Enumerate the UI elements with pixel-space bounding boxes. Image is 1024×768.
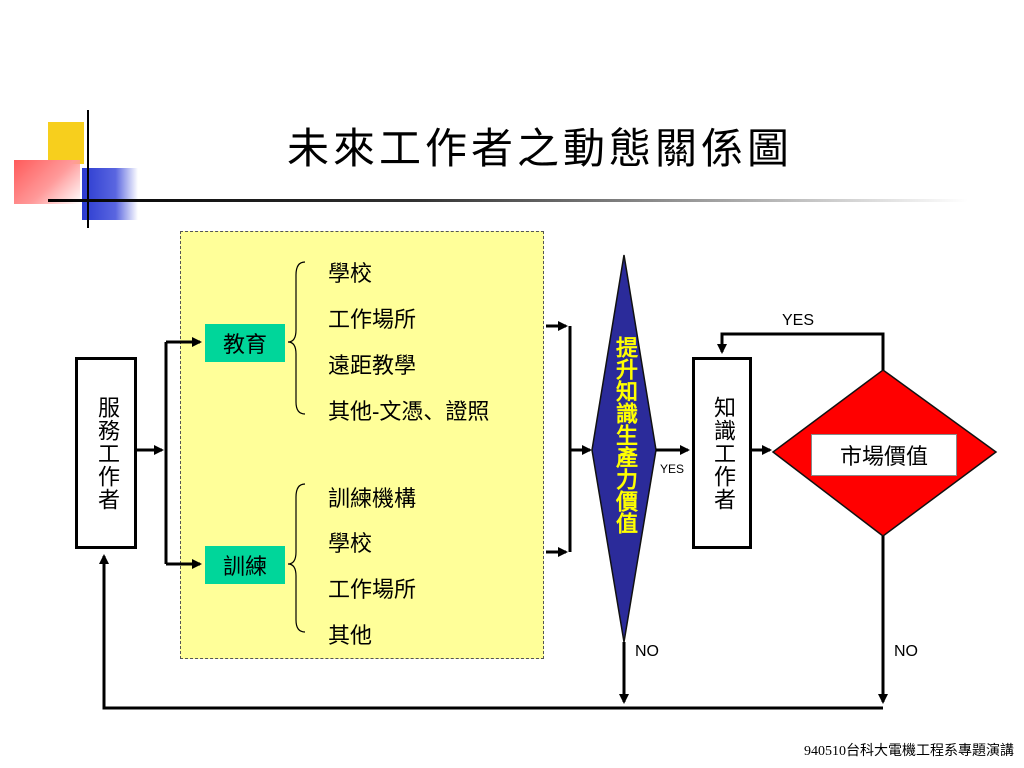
decision-label: 提升知識生產力價值 (612, 336, 638, 534)
training-label: 訓練 (222, 555, 267, 580)
decision-text-wrap: 提升知識生產力價值 (612, 336, 638, 566)
yes-market-label: YES (782, 312, 815, 329)
training-item: 工作場所 (328, 578, 417, 603)
education-item: 工作場所 (328, 308, 417, 333)
education-item: 遠距教學 (328, 354, 417, 379)
no-market-label: NO (894, 643, 918, 660)
education-box: 教育 (205, 324, 285, 362)
market-value-label: 市場價值 (839, 445, 928, 470)
education-label: 教育 (222, 333, 267, 358)
training-box: 訓練 (205, 546, 285, 584)
training-item: 訓練機構 (328, 487, 417, 512)
service-worker-box: 服務工作者 (75, 357, 137, 549)
training-item: 其他 (328, 624, 373, 649)
yes-decision-label: YES (660, 462, 685, 476)
decor-yellow-square (48, 122, 84, 164)
education-item: 其他-文憑、證照 (328, 400, 490, 425)
education-item: 學校 (328, 262, 373, 287)
training-brace (287, 483, 306, 633)
decor-blue-square (82, 168, 138, 220)
service-worker-label: 服務工作者 (94, 395, 119, 511)
market-value-box: 市場價值 (811, 434, 957, 476)
education-brace (287, 261, 306, 415)
decor-red-square (14, 160, 80, 204)
page-title: 未來工作者之動態關係圖 (286, 124, 793, 173)
footer-text: 940510台科大電機工程系專題演講 (804, 744, 1014, 759)
decor-vertical-line (87, 110, 89, 228)
knowledge-worker-box: 知識工作者 (692, 357, 752, 549)
no-decision-label: NO (635, 643, 659, 660)
education-training-panel (180, 231, 544, 659)
training-item: 學校 (328, 532, 373, 557)
knowledge-worker-label: 知識工作者 (710, 395, 735, 511)
title-underline (48, 199, 968, 202)
